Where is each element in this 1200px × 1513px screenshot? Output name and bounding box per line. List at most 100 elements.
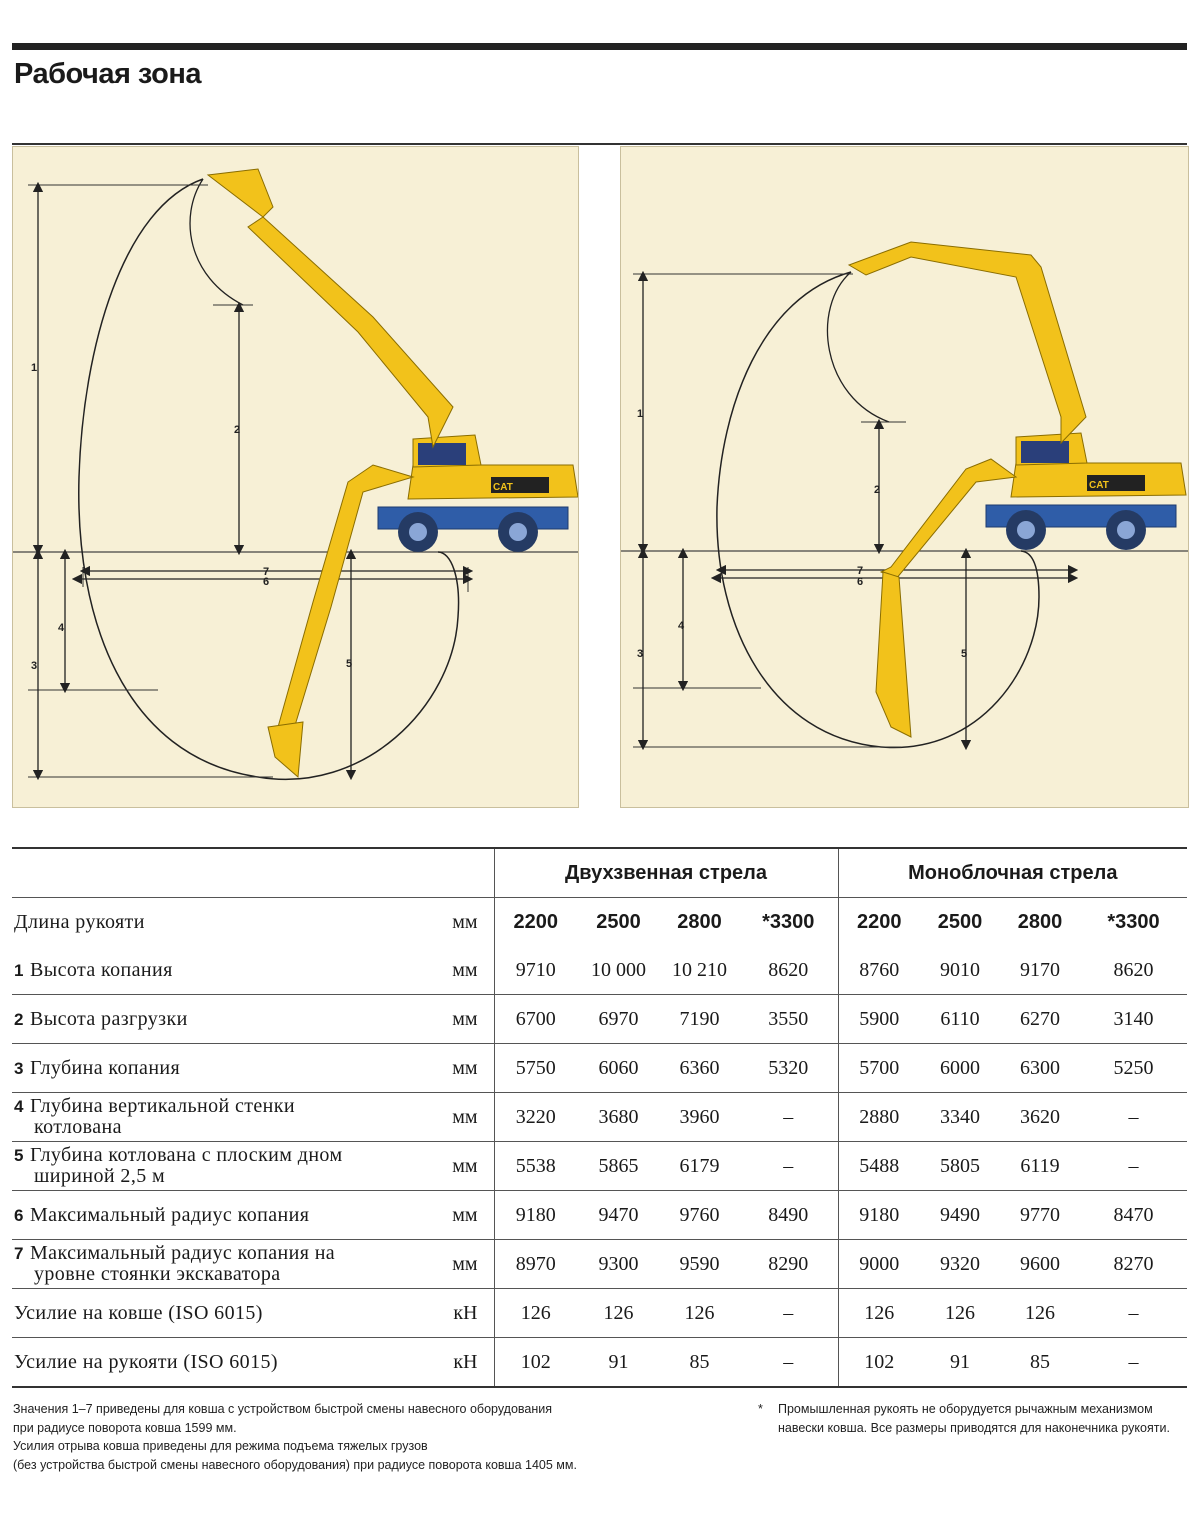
table-cell: – bbox=[1080, 1141, 1188, 1191]
row-unit: мм bbox=[422, 1190, 495, 1240]
table-cell: 5250 bbox=[1080, 1043, 1188, 1093]
dim-label-2: 2 bbox=[234, 424, 240, 436]
header-unit: мм bbox=[422, 897, 495, 946]
table-cell: 9300 bbox=[577, 1239, 660, 1289]
dim-label-6-right: 6 bbox=[857, 576, 863, 588]
table-cell: 5805 bbox=[920, 1141, 1001, 1191]
dim-label-5: 5 bbox=[346, 658, 352, 670]
table-cell: 3220 bbox=[494, 1092, 577, 1142]
row-unit: мм bbox=[422, 1092, 495, 1142]
table-cell: 5320 bbox=[739, 1043, 839, 1093]
row-label-text: Высота копания bbox=[30, 958, 173, 981]
table-cell: 3620 bbox=[1000, 1092, 1081, 1142]
table-cell: 3680 bbox=[577, 1092, 660, 1142]
table-cell: 6000 bbox=[920, 1043, 1001, 1093]
header-value: 2800 bbox=[1017, 910, 1063, 933]
table-cell: 85 bbox=[1030, 1350, 1051, 1373]
table-cell: 8620 bbox=[1080, 946, 1188, 995]
table-cell: – bbox=[1080, 1092, 1188, 1142]
table-cell: 8270 bbox=[1080, 1239, 1188, 1289]
header-value: 2500 bbox=[937, 910, 983, 933]
row-unit: мм bbox=[422, 1141, 495, 1191]
row-label: Усилие на рукояти (ISO 6015) bbox=[12, 1338, 422, 1388]
footnote-left-line: Усилия отрыва ковша приведены для режима… bbox=[13, 1439, 428, 1453]
row-label: 1 Высота копания bbox=[12, 946, 422, 995]
table-cell: 9760 bbox=[660, 1190, 739, 1240]
table-cell: 6300 bbox=[1000, 1043, 1081, 1093]
table-cell: 6110 bbox=[920, 994, 1001, 1044]
table-cell: 6270 bbox=[1000, 994, 1081, 1044]
row-label: 3 Глубина копания bbox=[12, 1043, 422, 1093]
row-number: 4 bbox=[14, 1097, 24, 1116]
table-cell: 3960 bbox=[660, 1092, 739, 1142]
group-mono-boom: Моноблочная стрела bbox=[838, 848, 1188, 898]
dim-label-4: 4 bbox=[58, 622, 65, 634]
dim-label-1: 1 bbox=[31, 362, 37, 374]
row-number: 7 bbox=[14, 1244, 24, 1263]
row-number: 5 bbox=[14, 1146, 24, 1165]
dump-curve bbox=[189, 178, 244, 306]
table-cell: 9590 bbox=[660, 1239, 739, 1289]
row-number: 3 bbox=[14, 1058, 24, 1078]
row-number: 6 bbox=[14, 1205, 24, 1225]
table-cell: 10 210 bbox=[660, 946, 739, 995]
dim-label-2-right: 2 bbox=[874, 484, 880, 496]
row-label-text: Глубина копания bbox=[30, 1056, 181, 1079]
row-number: 2 bbox=[14, 1009, 24, 1029]
cat-badge-right: CAT bbox=[1089, 480, 1109, 491]
table-cell: 6360 bbox=[660, 1043, 739, 1093]
footnote-left-line: Значения 1–7 приведены для ковша с устро… bbox=[13, 1402, 553, 1416]
table-cell: 9000 bbox=[837, 1239, 921, 1289]
table-header-row: Длина рукояти мм 2200 2500 2800 *3300 22… bbox=[12, 897, 1187, 946]
table-cell: 6970 bbox=[577, 994, 660, 1044]
dim-label-4-right: 4 bbox=[678, 620, 685, 632]
row-label-text: Высота разгрузки bbox=[30, 1007, 188, 1030]
table-cell: 5865 bbox=[577, 1141, 660, 1191]
row-label-text: Глубина котлована с плоским дном bbox=[30, 1144, 343, 1166]
diagram-svg-right: 1 2 3 4 5 6 7 CAT bbox=[621, 241, 1188, 751]
table-cell: 9320 bbox=[920, 1239, 1001, 1289]
footnote-left: Значения 1–7 приведены для ковша с устро… bbox=[13, 1400, 663, 1474]
table-cell: – bbox=[739, 1288, 839, 1338]
header-value: *3300 bbox=[762, 910, 815, 933]
row-unit: кН bbox=[422, 1288, 495, 1338]
working-range-diagram-two-piece-boom: 1 2 3 4 5 6 7 CAT bbox=[12, 146, 579, 808]
dim-label-7: 7 bbox=[263, 566, 269, 578]
footnote-right-line: навески ковша. Все размеры приводятся дл… bbox=[778, 1420, 1170, 1435]
title-rule bbox=[12, 143, 1187, 145]
row-unit: мм bbox=[422, 946, 495, 995]
table-cell: 126 bbox=[577, 1288, 660, 1338]
table-cell: 5900 bbox=[837, 994, 921, 1044]
row-unit: кН bbox=[422, 1337, 495, 1387]
table-cell: 5538 bbox=[494, 1141, 577, 1191]
group-two-piece-boom: Двухзвенная стрела bbox=[494, 848, 839, 898]
excavator-illustration-right: CAT bbox=[847, 241, 1187, 738]
table-cell: 6060 bbox=[577, 1043, 660, 1093]
table-cell: 5700 bbox=[837, 1043, 921, 1093]
row-unit: мм bbox=[422, 994, 495, 1044]
header-value: 2200 bbox=[513, 910, 559, 933]
footnote-left-line: (без устройства быстрой смены навесного … bbox=[13, 1457, 577, 1472]
dim-label-3-right: 3 bbox=[637, 648, 643, 660]
table-cell: 102 bbox=[520, 1350, 551, 1373]
row-number: 1 bbox=[14, 960, 24, 980]
table-cell: 9770 bbox=[1000, 1190, 1081, 1240]
table-cell: 6119 bbox=[1000, 1141, 1081, 1191]
row-label-text: Максимальный радиус копания на bbox=[30, 1242, 336, 1264]
diagram-svg-left: 1 2 3 4 5 6 7 CAT bbox=[13, 168, 578, 781]
table-cell: 8290 bbox=[739, 1239, 839, 1289]
row-unit: мм bbox=[422, 1239, 495, 1289]
table-cell: 10 000 bbox=[577, 946, 660, 995]
table-group-header: Двухзвенная стрела Моноблочная стрела bbox=[12, 848, 1188, 898]
table-cell: 9710 bbox=[494, 946, 577, 995]
excavator-illustration-left: CAT bbox=[206, 168, 578, 779]
row-label-text-line2: шириной 2,5 м bbox=[34, 1165, 166, 1187]
